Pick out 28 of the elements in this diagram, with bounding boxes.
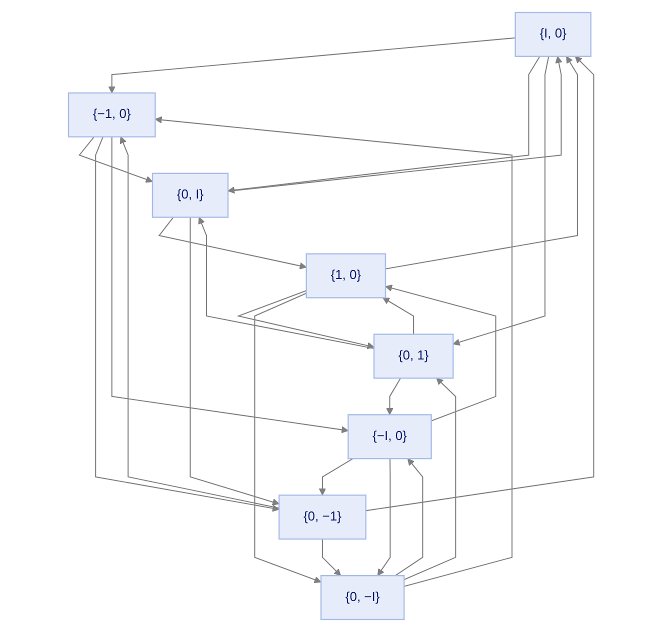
node-box: {0, −I}	[320, 575, 405, 620]
arrow	[158, 216, 307, 270]
arrow	[382, 297, 414, 334]
arrow	[386, 378, 401, 416]
node-box: {I, 0}	[514, 12, 592, 57]
node-box: {0, −1}	[278, 494, 366, 540]
node-box: {0, 1}	[373, 334, 454, 379]
arrow	[385, 284, 496, 422]
arrow	[377, 458, 391, 576]
arrow	[108, 37, 516, 94]
node-box: {1, 0}	[306, 253, 386, 298]
node-box: {−I, 0}	[347, 414, 432, 460]
arrow	[452, 56, 550, 346]
arrow	[190, 217, 280, 506]
node-box: {0, I}	[152, 172, 228, 218]
arrow	[322, 539, 341, 576]
arrow	[385, 56, 578, 270]
arrow	[111, 136, 348, 434]
arrow	[366, 56, 594, 512]
arrow	[236, 290, 374, 350]
arrow	[78, 136, 153, 183]
node-box: {−1, 0}	[68, 92, 156, 138]
arrow	[154, 116, 512, 587]
arrow	[318, 458, 354, 496]
arrow	[198, 216, 374, 350]
arrow	[394, 458, 424, 576]
arrow	[404, 378, 456, 580]
arrow	[254, 292, 322, 584]
